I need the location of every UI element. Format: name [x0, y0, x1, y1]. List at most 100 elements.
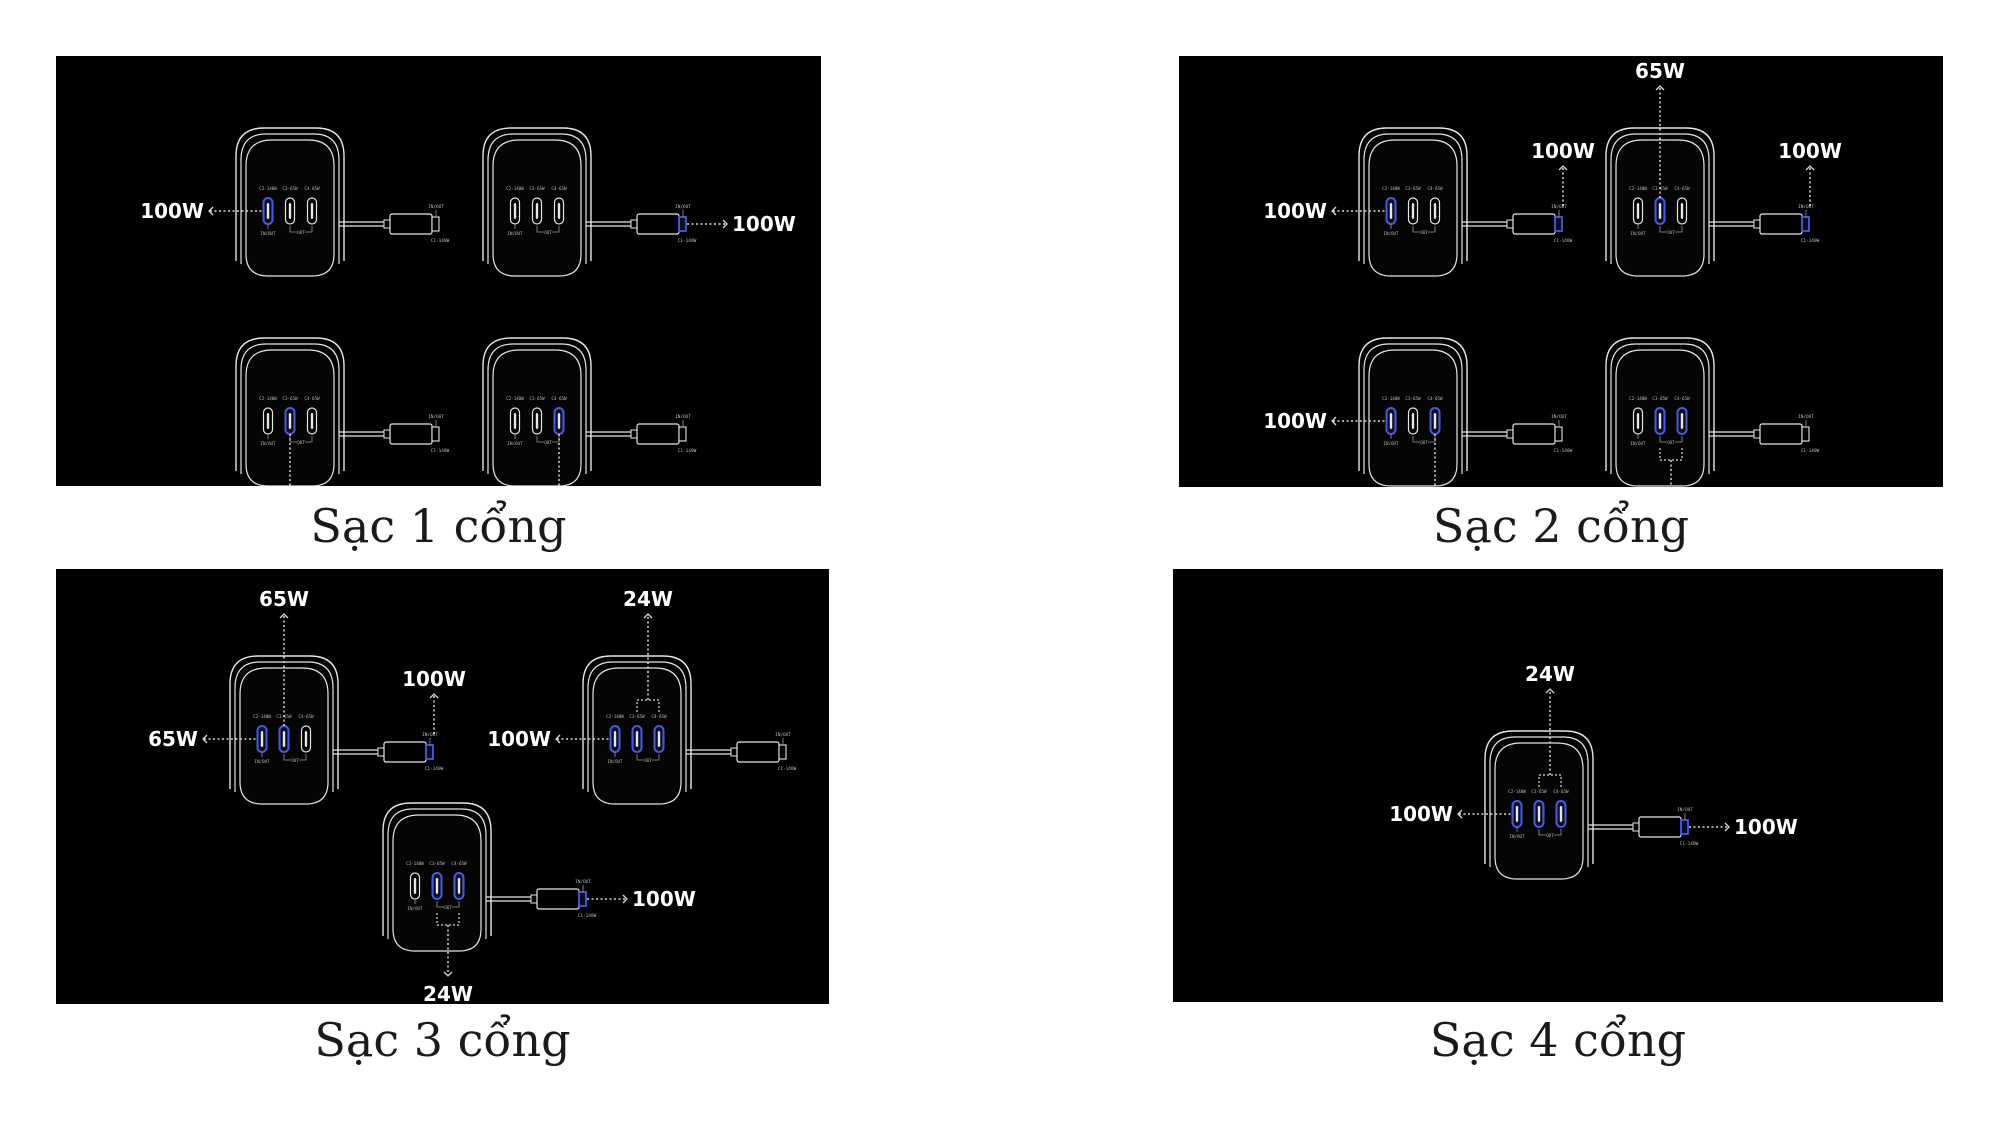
out-group-label: OUT: [297, 440, 305, 445]
out-bracket-right: [299, 754, 307, 761]
charger-handle-outer: [229, 655, 339, 789]
usb-c-port-tongue: [288, 413, 292, 429]
usb-c-port-tongue: [557, 203, 561, 219]
power-output-c2: 100W: [1263, 409, 1385, 433]
charger-handle-outer: [1605, 127, 1715, 261]
arrow-left-icon: [202, 734, 208, 744]
port-label-c2: C2·140W: [406, 861, 424, 866]
out-bracket-left: [1659, 226, 1667, 233]
usb-c-port-tongue: [635, 731, 639, 747]
watt-label: 100W: [1734, 815, 1798, 839]
port-role-c2: IN/OUT: [260, 441, 276, 446]
plug-body: [1638, 816, 1682, 838]
out-group-label: OUT: [297, 230, 305, 235]
plug-neck: [1753, 429, 1761, 439]
power-output-c34: 24W: [1659, 448, 1683, 487]
port-label-c4: C4·65W: [651, 714, 667, 719]
usb-c-plug-c1: [431, 426, 440, 442]
watt-label: 24W: [1525, 662, 1575, 686]
power-output-c34: 24W: [423, 913, 473, 1004]
port-label-c3: C3·65W: [1405, 396, 1421, 401]
plug-role-c1: IN/OUT: [675, 204, 691, 210]
plug-body: [389, 423, 433, 445]
watt-label: 100W: [1263, 199, 1327, 223]
arrow-up-icon: [279, 613, 289, 619]
arrow-left-icon: [1457, 809, 1463, 819]
port-label-c3: C3·65W: [429, 861, 445, 866]
usb-c-port-tongue: [282, 731, 286, 747]
usb-c-plug-c1-active: [1801, 216, 1810, 232]
port-role-c2: IN/OUT: [1509, 834, 1525, 839]
charger-handle-inner: [487, 343, 587, 474]
out-bracket-right: [305, 436, 313, 443]
port-label-c4: C4·65W: [1427, 396, 1443, 401]
plug-role-c1: IN/OUT: [1798, 414, 1814, 420]
charger-handle-inner: [587, 661, 687, 792]
usb-c-port-tongue: [1389, 413, 1393, 429]
port-label-c3: C3·65W: [529, 186, 545, 191]
usb-c-plug-c1-active: [678, 216, 687, 232]
usb-c-port-tongue: [310, 413, 314, 429]
power-output-c34: 24W: [623, 587, 673, 712]
port-role-c2: IN/OUT: [507, 231, 523, 236]
power-output-c3: 65W: [1635, 59, 1685, 198]
plug-role-c1: IN/OUT: [775, 732, 791, 738]
watt-label: 100W: [402, 667, 466, 691]
out-bracket-right: [552, 436, 560, 443]
out-bracket-left: [1659, 436, 1667, 443]
out-bracket-right: [1554, 829, 1562, 836]
usb-c-port-tongue: [1433, 203, 1437, 219]
port-label-c4: C4·65W: [1553, 789, 1569, 794]
charger-handle-outer: [382, 802, 492, 936]
panel-3-port: C2·140WC3·65WC4·65WIN/OUTOUTIN/OUTC1·140…: [56, 569, 829, 1004]
plug-body: [1512, 213, 1556, 235]
power-output-c2: 100W: [1263, 199, 1385, 223]
port-role-c2: IN/OUT: [1630, 441, 1646, 446]
usb-c-port-tongue: [266, 203, 270, 219]
charger-handle-outer: [482, 337, 592, 471]
power-output-c2: 100W: [487, 727, 609, 751]
plug-body: [636, 423, 680, 445]
out-bracket-left: [1538, 829, 1546, 836]
out-bracket-left: [283, 754, 291, 761]
out-bracket-left: [536, 226, 544, 233]
port-label-c2: C2·140W: [1382, 186, 1400, 191]
out-bracket-right: [1675, 226, 1683, 233]
port-label-c4: C4·65W: [551, 396, 567, 401]
charger-handle-outer: [582, 655, 692, 789]
power-output-c2: 100W: [1389, 802, 1511, 826]
charger-diagram: C2·140WC3·65WC4·65WIN/OUTOUTIN/OUTC1·140…: [148, 587, 466, 805]
arrow-left-icon: [555, 734, 561, 744]
port-label-c2: C2·140W: [606, 714, 624, 719]
usb-c-plug-c1-active: [1554, 216, 1563, 232]
usb-c-plug-c1-active: [578, 891, 587, 907]
out-bracket-right: [1675, 436, 1683, 443]
arrow-right-icon: [1724, 822, 1730, 832]
port-label-c4: C4·65W: [304, 396, 320, 401]
arrow-up-icon: [1655, 85, 1665, 91]
port-label-c2: C2·140W: [506, 186, 524, 191]
out-group-label: OUT: [544, 440, 552, 445]
port-label-c3: C3·65W: [282, 186, 298, 191]
power-output-c1: 100W: [1531, 139, 1595, 206]
usb-c-port-tongue: [413, 878, 417, 894]
caption-1-port: Sạc 1 cổng: [310, 499, 567, 553]
arrow-up-icon: [1558, 165, 1568, 171]
usb-c-port-tongue: [535, 203, 539, 219]
usb-c-port-tongue: [1433, 413, 1437, 429]
out-bracket-left: [289, 436, 297, 443]
plug-neck: [630, 429, 638, 439]
watt-label: 100W: [732, 212, 796, 236]
usb-c-port-tongue: [1636, 413, 1640, 429]
charger-handle-outer: [482, 127, 592, 261]
usb-c-port-tongue: [260, 731, 264, 747]
charger-handle-outer: [1484, 730, 1594, 864]
port-label-c2: C2·140W: [1629, 396, 1647, 401]
usb-c-port-tongue: [513, 203, 517, 219]
watt-label: 100W: [1531, 139, 1595, 163]
